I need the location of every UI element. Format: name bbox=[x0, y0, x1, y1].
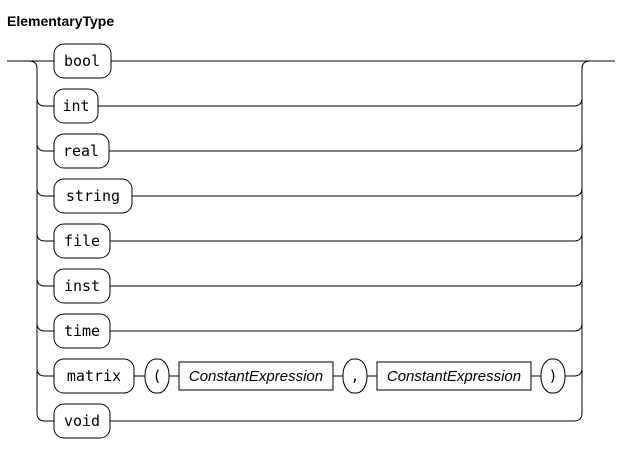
diagram-title: ElementaryType bbox=[7, 13, 115, 29]
rail-lines bbox=[7, 60, 615, 422]
terminal-box-inst bbox=[53, 268, 111, 304]
terminal-label-string: string bbox=[66, 187, 120, 205]
nonterminal-box-constant-expression-2 bbox=[376, 361, 532, 391]
terminal-box-int bbox=[53, 88, 99, 124]
branch-int: int bbox=[53, 88, 99, 124]
terminal-label-int: int bbox=[62, 97, 89, 115]
nonterminal-box-constant-expression-1 bbox=[178, 361, 334, 391]
branch-string: string bbox=[53, 178, 133, 214]
terminal-box-real bbox=[53, 133, 110, 169]
branch-real: real bbox=[53, 133, 110, 169]
terminal-box-matrix bbox=[53, 358, 135, 394]
terminal-label-inst: inst bbox=[64, 277, 100, 295]
branch-inst: inst bbox=[53, 268, 111, 304]
terminal-label-bool: bool bbox=[64, 52, 100, 70]
terminal-box-time bbox=[53, 313, 111, 349]
terminal-box-string bbox=[53, 178, 133, 214]
branch-file: file bbox=[53, 223, 111, 259]
terminal-box-file bbox=[53, 223, 111, 259]
terminal-label-open-paren: ( bbox=[152, 367, 161, 385]
terminal-box-void bbox=[53, 403, 111, 439]
nonterminal-label-constant-expression-1: ConstantExpression bbox=[189, 368, 323, 385]
terminal-box-open-paren bbox=[144, 358, 170, 394]
terminal-label-comma: , bbox=[350, 367, 359, 385]
branch-void: void bbox=[53, 403, 111, 439]
terminal-label-real: real bbox=[63, 142, 99, 160]
terminal-box-close-paren bbox=[540, 358, 566, 394]
terminal-label-time: time bbox=[64, 322, 100, 340]
branch-bool: bool bbox=[53, 43, 112, 79]
terminal-label-file: file bbox=[64, 232, 100, 250]
branch-time: time bbox=[53, 313, 111, 349]
terminal-box-comma bbox=[342, 358, 368, 394]
terminal-box-bool bbox=[53, 43, 112, 79]
terminal-label-void: void bbox=[64, 412, 100, 430]
terminal-label-close-paren: ) bbox=[548, 367, 557, 385]
nonterminal-label-constant-expression-2: ConstantExpression bbox=[387, 368, 521, 385]
branch-matrix-sequence: matrix ( ConstantExpression , ConstantEx… bbox=[53, 358, 566, 394]
terminal-label-matrix: matrix bbox=[67, 367, 121, 385]
